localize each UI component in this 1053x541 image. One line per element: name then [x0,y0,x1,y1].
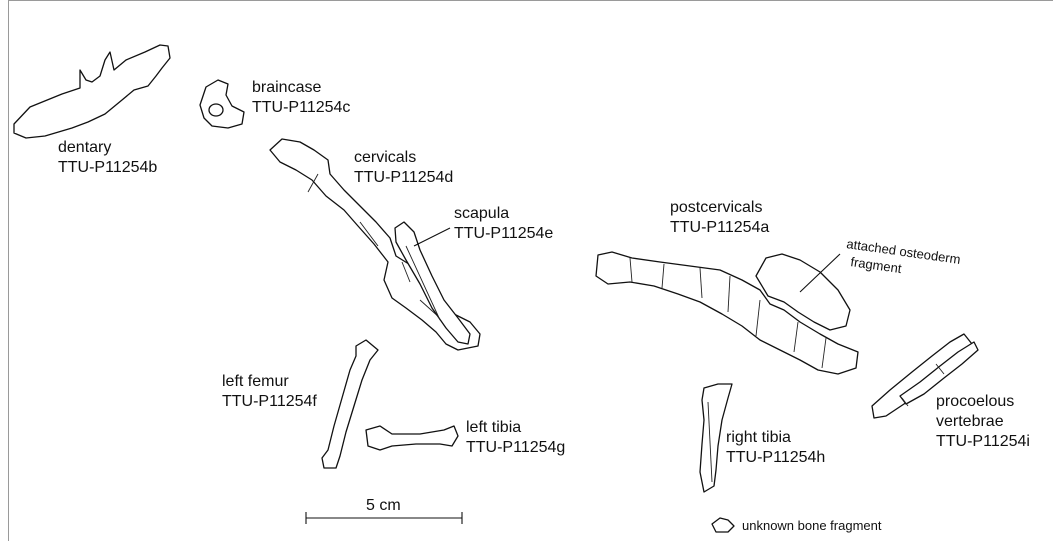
braincase-id: TTU-P11254c [252,99,350,116]
scapula-id: TTU-P11254e [454,225,553,242]
procoelous-id: TTU-P11254i [936,433,1030,450]
left-femur-id: TTU-P11254f [222,393,317,410]
scapula-name: scapula [454,205,509,222]
postcervicals-id: TTU-P11254a [670,219,769,236]
legend-unknown-fragment: unknown bone fragment [742,518,882,533]
right-tibia-id: TTU-P11254h [726,449,825,466]
cervicals-id: TTU-P11254d [354,169,453,186]
cervicals-name: cervicals [354,149,416,166]
left-femur-name: left femur [222,373,289,390]
left-femur-bone [322,340,378,468]
procoelous-name-line2: vertebrae [936,413,1004,430]
left-tibia-id: TTU-P11254g [466,439,565,456]
postcervicals-name: postcervicals [670,199,762,216]
dentary-id: TTU-P11254b [58,159,157,176]
left-tibia-name: left tibia [466,419,521,436]
braincase-bone [200,80,244,128]
unknown-fragment-icon [712,518,734,532]
procoelous-name-line1: procoelous [936,393,1014,410]
right-tibia-name: right tibia [726,429,791,446]
scale-bar-label: 5 cm [366,497,401,514]
dentary-bone [14,45,170,138]
braincase-name: braincase [252,79,321,96]
scapula-leader-line [414,228,450,246]
dentary-name: dentary [58,139,111,156]
left-tibia-bone [366,426,458,450]
